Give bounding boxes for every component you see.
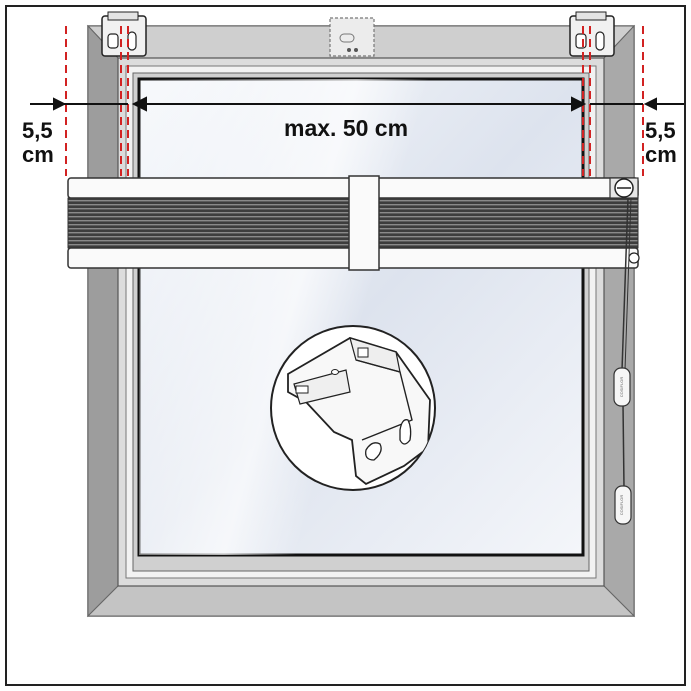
center-clip: [348, 175, 380, 271]
max-width-label: max. 50 cm: [284, 115, 408, 141]
pleated-shade: [67, 175, 640, 271]
cord-handle-lower: [614, 485, 632, 525]
center-bracket: [329, 17, 375, 57]
right-measure-unit: cm: [645, 142, 677, 167]
dimension-arrows: [30, 96, 684, 112]
left-measure-unit: cm: [22, 142, 54, 167]
cord-assembly: COSIFLOR COSIFLOR: [613, 197, 632, 525]
cord-handle-upper: [613, 367, 631, 407]
left-measure-value: 5,5: [22, 118, 53, 143]
dimension-guides: [65, 26, 644, 176]
left-bracket: [101, 11, 147, 57]
right-measure-value: 5,5: [645, 118, 676, 143]
right-bracket: [569, 11, 615, 57]
handle-brand-lower: COSIFLOR: [619, 495, 624, 516]
bracket-detail: [270, 325, 436, 491]
handle-brand-upper: COSIFLOR: [619, 377, 624, 398]
